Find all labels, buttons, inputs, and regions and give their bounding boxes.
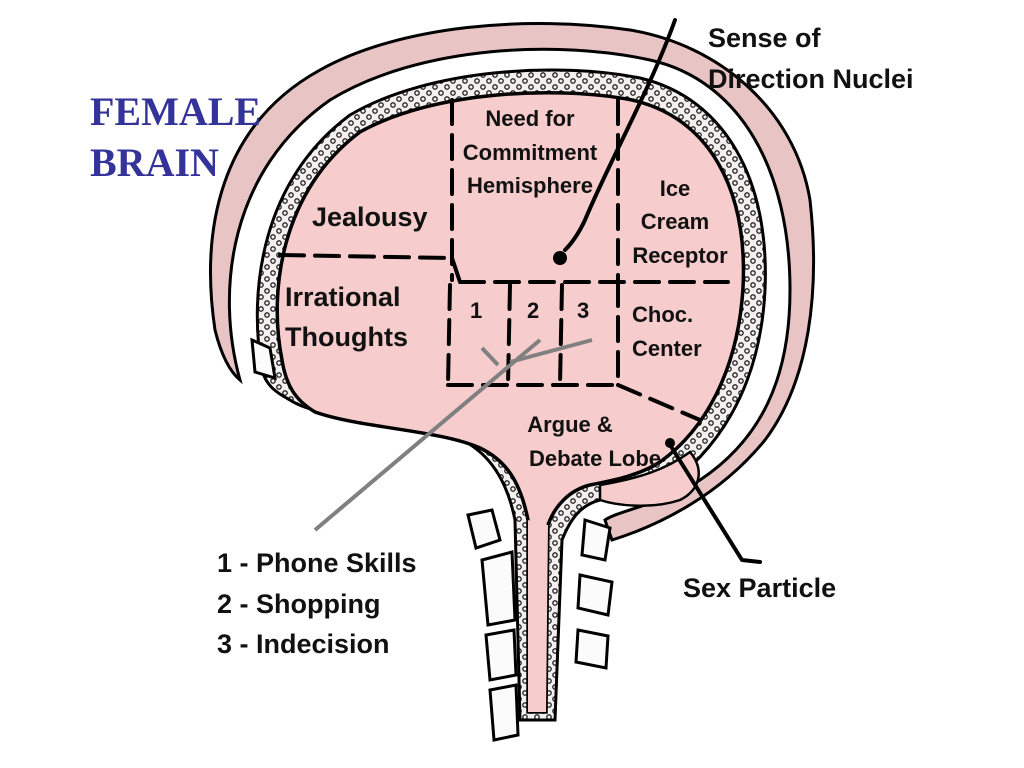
label-commitment: Need for Commitment Hemisphere <box>463 106 598 198</box>
svg-text:Hemisphere: Hemisphere <box>467 173 593 198</box>
svg-text:Argue &: Argue & <box>527 412 613 437</box>
gray-pointers <box>313 338 593 532</box>
sex-particle-dot <box>665 438 675 448</box>
legend-item-3: 3 - Indecision <box>217 629 390 659</box>
spinal-cord <box>528 520 548 712</box>
svg-text:Center: Center <box>632 336 702 361</box>
label-jealousy: Jealousy <box>312 202 428 232</box>
region-boundaries <box>278 98 730 422</box>
legend-item-1: 1 - Phone Skills <box>217 548 417 578</box>
svg-text:Choc.: Choc. <box>632 302 693 327</box>
label-ice-cream: Ice Cream Receptor <box>632 176 728 268</box>
callout-sex-particle: Sex Particle <box>683 573 836 603</box>
title-line2: BRAIN <box>90 140 219 185</box>
legend: 1 - Phone Skills 2 - Shopping 3 - Indeci… <box>217 548 417 659</box>
title-line1: FEMALE <box>90 89 261 134</box>
label-irrational: Irrational Thoughts <box>285 282 408 352</box>
direction-nuclei-dot <box>553 251 567 265</box>
label-choc: Choc. Center <box>632 302 702 361</box>
svg-text:Ice: Ice <box>660 176 691 201</box>
svg-text:Receptor: Receptor <box>632 243 728 268</box>
svg-text:Need for: Need for <box>485 106 575 131</box>
svg-text:Irrational: Irrational <box>285 282 401 312</box>
svg-text:Thoughts: Thoughts <box>285 322 408 352</box>
svg-text:Debate Lobe: Debate Lobe <box>529 446 661 471</box>
callout-direction: Sense of Direction Nuclei <box>708 23 914 94</box>
svg-text:Cream: Cream <box>641 209 709 234</box>
svg-text:Direction Nuclei: Direction Nuclei <box>708 64 914 94</box>
label-small-1: 1 <box>470 298 482 323</box>
scalp-layer <box>209 22 816 542</box>
svg-text:Sense of: Sense of <box>708 23 822 53</box>
brain-tissue <box>275 91 746 714</box>
svg-text:Commitment: Commitment <box>463 140 598 165</box>
label-small-2: 2 <box>527 298 539 323</box>
label-small-3: 3 <box>577 298 589 323</box>
legend-item-2: 2 - Shopping <box>217 589 380 619</box>
cerebellum <box>598 450 700 508</box>
label-argue: Argue & Debate Lobe <box>527 412 661 471</box>
vertebrae <box>250 337 614 742</box>
black-pointers <box>553 18 762 564</box>
